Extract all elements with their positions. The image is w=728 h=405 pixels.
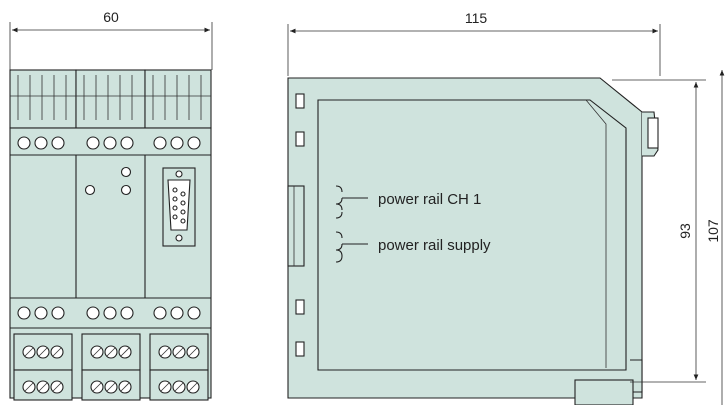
side-width-label: 115 xyxy=(465,10,488,26)
side-panel xyxy=(317,99,627,371)
bus-connector xyxy=(287,185,305,267)
height-inner-label: 93 xyxy=(677,223,693,239)
bottom-plug-terminals xyxy=(13,333,209,401)
top-terminals xyxy=(9,69,212,129)
bottom-screw-row xyxy=(10,306,211,329)
front-width-label: 60 xyxy=(103,9,119,25)
din-rail-clip xyxy=(574,111,659,405)
top-screw-row xyxy=(17,136,201,150)
height-inner-dimension: 93 xyxy=(612,79,706,383)
power-rail-supply-label: power rail supply xyxy=(378,237,491,254)
side-width-dimension: 115 xyxy=(287,10,661,76)
status-leds xyxy=(84,166,132,196)
height-outer-label: 107 xyxy=(705,219,721,243)
side-slots xyxy=(295,93,305,357)
front-view: 60 xyxy=(9,9,213,401)
power-rail-annotations: power rail CH 1 power rail supply xyxy=(335,185,491,263)
side-view: 115 power rail CH 1 xyxy=(287,10,725,405)
dsub-connector xyxy=(162,167,196,247)
height-outer-dimension: 107 xyxy=(705,70,725,405)
power-rail-ch1-label: power rail CH 1 xyxy=(378,191,481,208)
front-width-dimension: 60 xyxy=(9,9,213,70)
